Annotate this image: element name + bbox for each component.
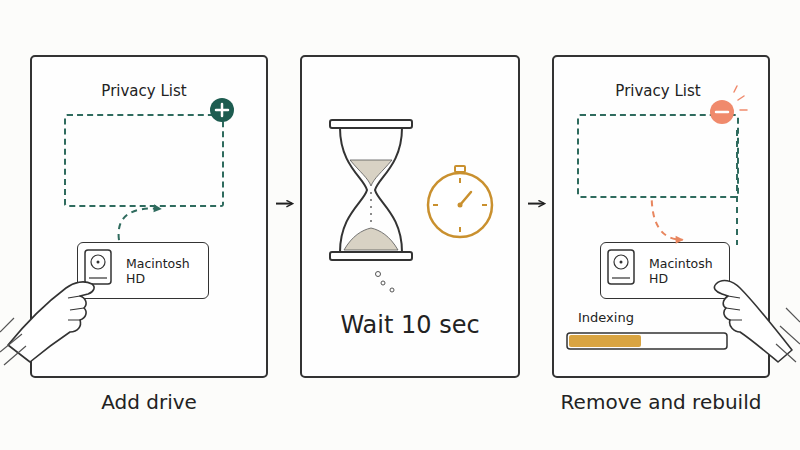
status-label: Indexing (578, 310, 634, 325)
drive-label: Macintosh HD (126, 256, 208, 286)
privacy-list-box: Privacy List (577, 114, 739, 198)
privacy-list-box: Privacy List (64, 114, 224, 207)
drive-label: Macintosh HD (649, 256, 729, 286)
step-arrow (528, 203, 544, 205)
sleeve-lines (0, 318, 26, 365)
node-text: Privacy List (559, 82, 757, 100)
sleeve-lines (776, 308, 800, 362)
step-arrow (276, 203, 292, 205)
node-text: Privacy List (46, 82, 242, 100)
node-text: Remove and rebuild (534, 390, 788, 414)
drive-card: Macintosh HD (600, 242, 730, 299)
step-panel: Add drivePrivacy ListMacintosh HD (30, 55, 268, 378)
drive-card: Macintosh HD (77, 242, 209, 299)
node-text: Add drive (12, 390, 286, 414)
step-panel: Remove and rebuildPrivacy ListMacintosh … (552, 55, 770, 378)
step-panel: Wait 10 sec (300, 55, 520, 378)
node-text: Wait 10 sec (302, 311, 518, 339)
